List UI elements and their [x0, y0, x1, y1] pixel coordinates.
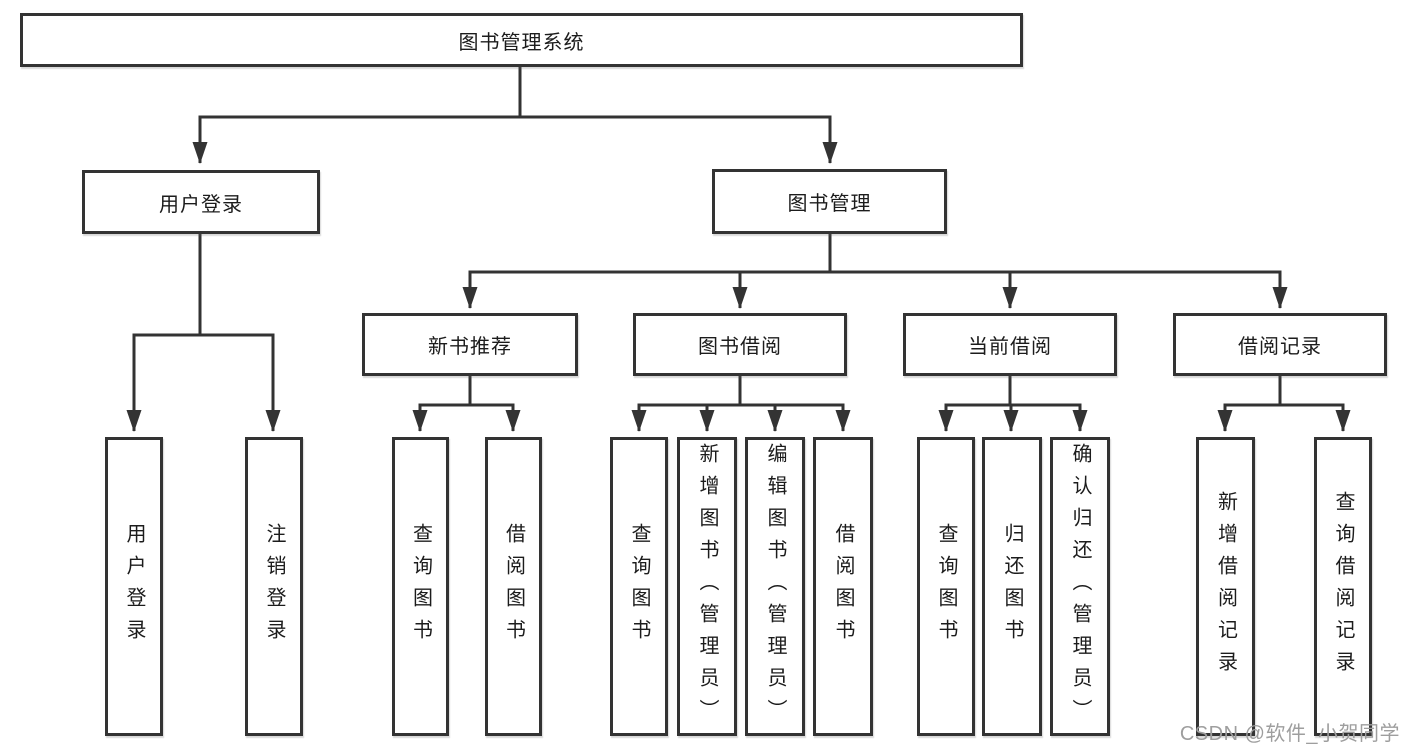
leaf-user-login-label: 用户登录 — [123, 522, 145, 651]
leaf-confirm-return-admin-label: 确认归还（管理员） — [1069, 442, 1091, 731]
node-user-login-label: 用户登录 — [159, 193, 243, 216]
node-book-borrowing: 图书借阅 — [633, 313, 847, 376]
node-new-book-recommend: 新书推荐 — [362, 313, 578, 376]
leaf-query-books-borrow: 查询图书 — [610, 437, 668, 736]
leaf-query-books-recommend-label: 查询图书 — [409, 522, 432, 651]
node-root: 图书管理系统 — [20, 13, 1023, 67]
leaf-query-books-current-label: 查询图书 — [935, 522, 957, 651]
leaf-logout-label: 注销登录 — [263, 522, 285, 651]
leaf-confirm-return-admin: 确认归还（管理员） — [1050, 437, 1110, 736]
node-borrowing-records: 借阅记录 — [1173, 313, 1387, 376]
leaf-add-book-admin: 新增图书（管理员） — [677, 437, 737, 736]
leaf-query-borrow-record-label: 查询借阅记录 — [1332, 490, 1354, 683]
leaf-edit-book-admin-label: 编辑图书（管理员） — [764, 442, 786, 731]
leaf-return-book: 归还图书 — [982, 437, 1042, 736]
node-book-management-label: 图书管理 — [787, 193, 872, 215]
leaf-borrow-books-recommend-label: 借阅图书 — [502, 522, 525, 651]
leaf-query-books-borrow-label: 查询图书 — [628, 522, 650, 651]
leaf-add-borrow-record-label: 新增借阅记录 — [1214, 490, 1237, 683]
leaf-return-book-label: 归还图书 — [1001, 522, 1023, 651]
leaf-borrow-books: 借阅图书 — [813, 437, 873, 736]
leaf-user-login: 用户登录 — [105, 437, 163, 736]
leaf-query-borrow-record: 查询借阅记录 — [1314, 437, 1372, 736]
leaf-logout: 注销登录 — [245, 437, 303, 736]
csdn-watermark: CSDN @软件_小贺同学 — [1179, 723, 1400, 745]
leaf-add-book-admin-label: 新增图书（管理员） — [696, 442, 718, 731]
node-current-borrowing: 当前借阅 — [903, 313, 1117, 376]
leaf-query-books-recommend: 查询图书 — [392, 437, 449, 736]
node-current-borrowing-label: 当前借阅 — [968, 336, 1052, 358]
node-root-label: 图书管理系统 — [458, 31, 585, 54]
node-user-login: 用户登录 — [82, 170, 320, 234]
node-book-management: 图书管理 — [712, 169, 947, 234]
leaf-borrow-books-label: 借阅图书 — [832, 522, 854, 651]
leaf-add-borrow-record: 新增借阅记录 — [1196, 437, 1255, 736]
node-book-borrowing-label: 图书借阅 — [698, 336, 782, 358]
leaf-edit-book-admin: 编辑图书（管理员） — [745, 437, 805, 736]
leaf-borrow-books-recommend: 借阅图书 — [485, 437, 542, 736]
leaf-query-books-current: 查询图书 — [917, 437, 975, 736]
node-new-book-recommend-label: 新书推荐 — [428, 336, 512, 358]
node-borrowing-records-label: 借阅记录 — [1238, 336, 1322, 358]
